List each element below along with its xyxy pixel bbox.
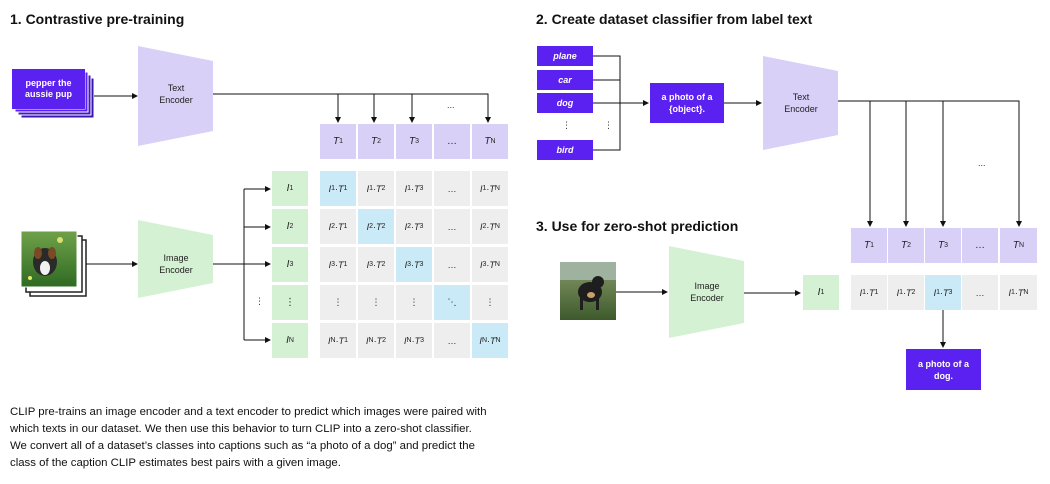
section-3-title: 3. Use for zero-shot prediction bbox=[536, 218, 739, 234]
row-ellipsis: ⋮ bbox=[255, 296, 264, 306]
label-dog: dog bbox=[537, 93, 593, 113]
label-plane: plane bbox=[537, 46, 593, 66]
figure-description: CLIP pre-trains an image encoder and a t… bbox=[10, 406, 487, 469]
matrix-cell: ⋮ bbox=[472, 285, 508, 320]
text-ellipsis: ... bbox=[447, 100, 455, 110]
image-embedding-ellipsis: ⋮ bbox=[272, 285, 308, 320]
matrix-cell: ⋮ bbox=[320, 285, 356, 320]
matrix-cell: ⋮ bbox=[396, 285, 432, 320]
text-2-ellipsis: ... bbox=[978, 158, 986, 168]
image-encoder-2-shape bbox=[669, 246, 744, 338]
text-encoder-2-shape bbox=[763, 56, 838, 150]
caption-text: pepper the aussie pup bbox=[12, 69, 85, 109]
section-2-title: 2. Create dataset classifier from label … bbox=[536, 11, 813, 27]
zs-text-ellipsis: … bbox=[962, 228, 998, 263]
prediction-result: a photo of a dog. bbox=[906, 349, 981, 390]
labels-ellipsis: ⋮ bbox=[562, 120, 571, 130]
matrix-cell: ⋱ bbox=[434, 285, 470, 320]
matrix-cell: … bbox=[434, 209, 470, 244]
section-1-title: 1. Contrastive pre-training bbox=[10, 11, 185, 27]
matrix-cell: … bbox=[434, 323, 470, 358]
prompt-template: a photo of a {object}. bbox=[650, 83, 724, 123]
dog-photo bbox=[560, 262, 616, 320]
zs-score: … bbox=[962, 275, 998, 310]
matrix-cell: … bbox=[434, 171, 470, 206]
puppy-image-stack bbox=[20, 230, 87, 297]
text-encoder-shape bbox=[138, 46, 213, 146]
matrix-cell: … bbox=[434, 247, 470, 282]
label-bird: bird bbox=[537, 140, 593, 160]
label-car: car bbox=[537, 70, 593, 90]
image-encoder-shape bbox=[138, 220, 213, 298]
matrix-cell: ⋮ bbox=[358, 285, 394, 320]
text-embedding-ellipsis: … bbox=[434, 124, 470, 159]
labels-ellipsis-right: ⋮ bbox=[604, 120, 613, 130]
